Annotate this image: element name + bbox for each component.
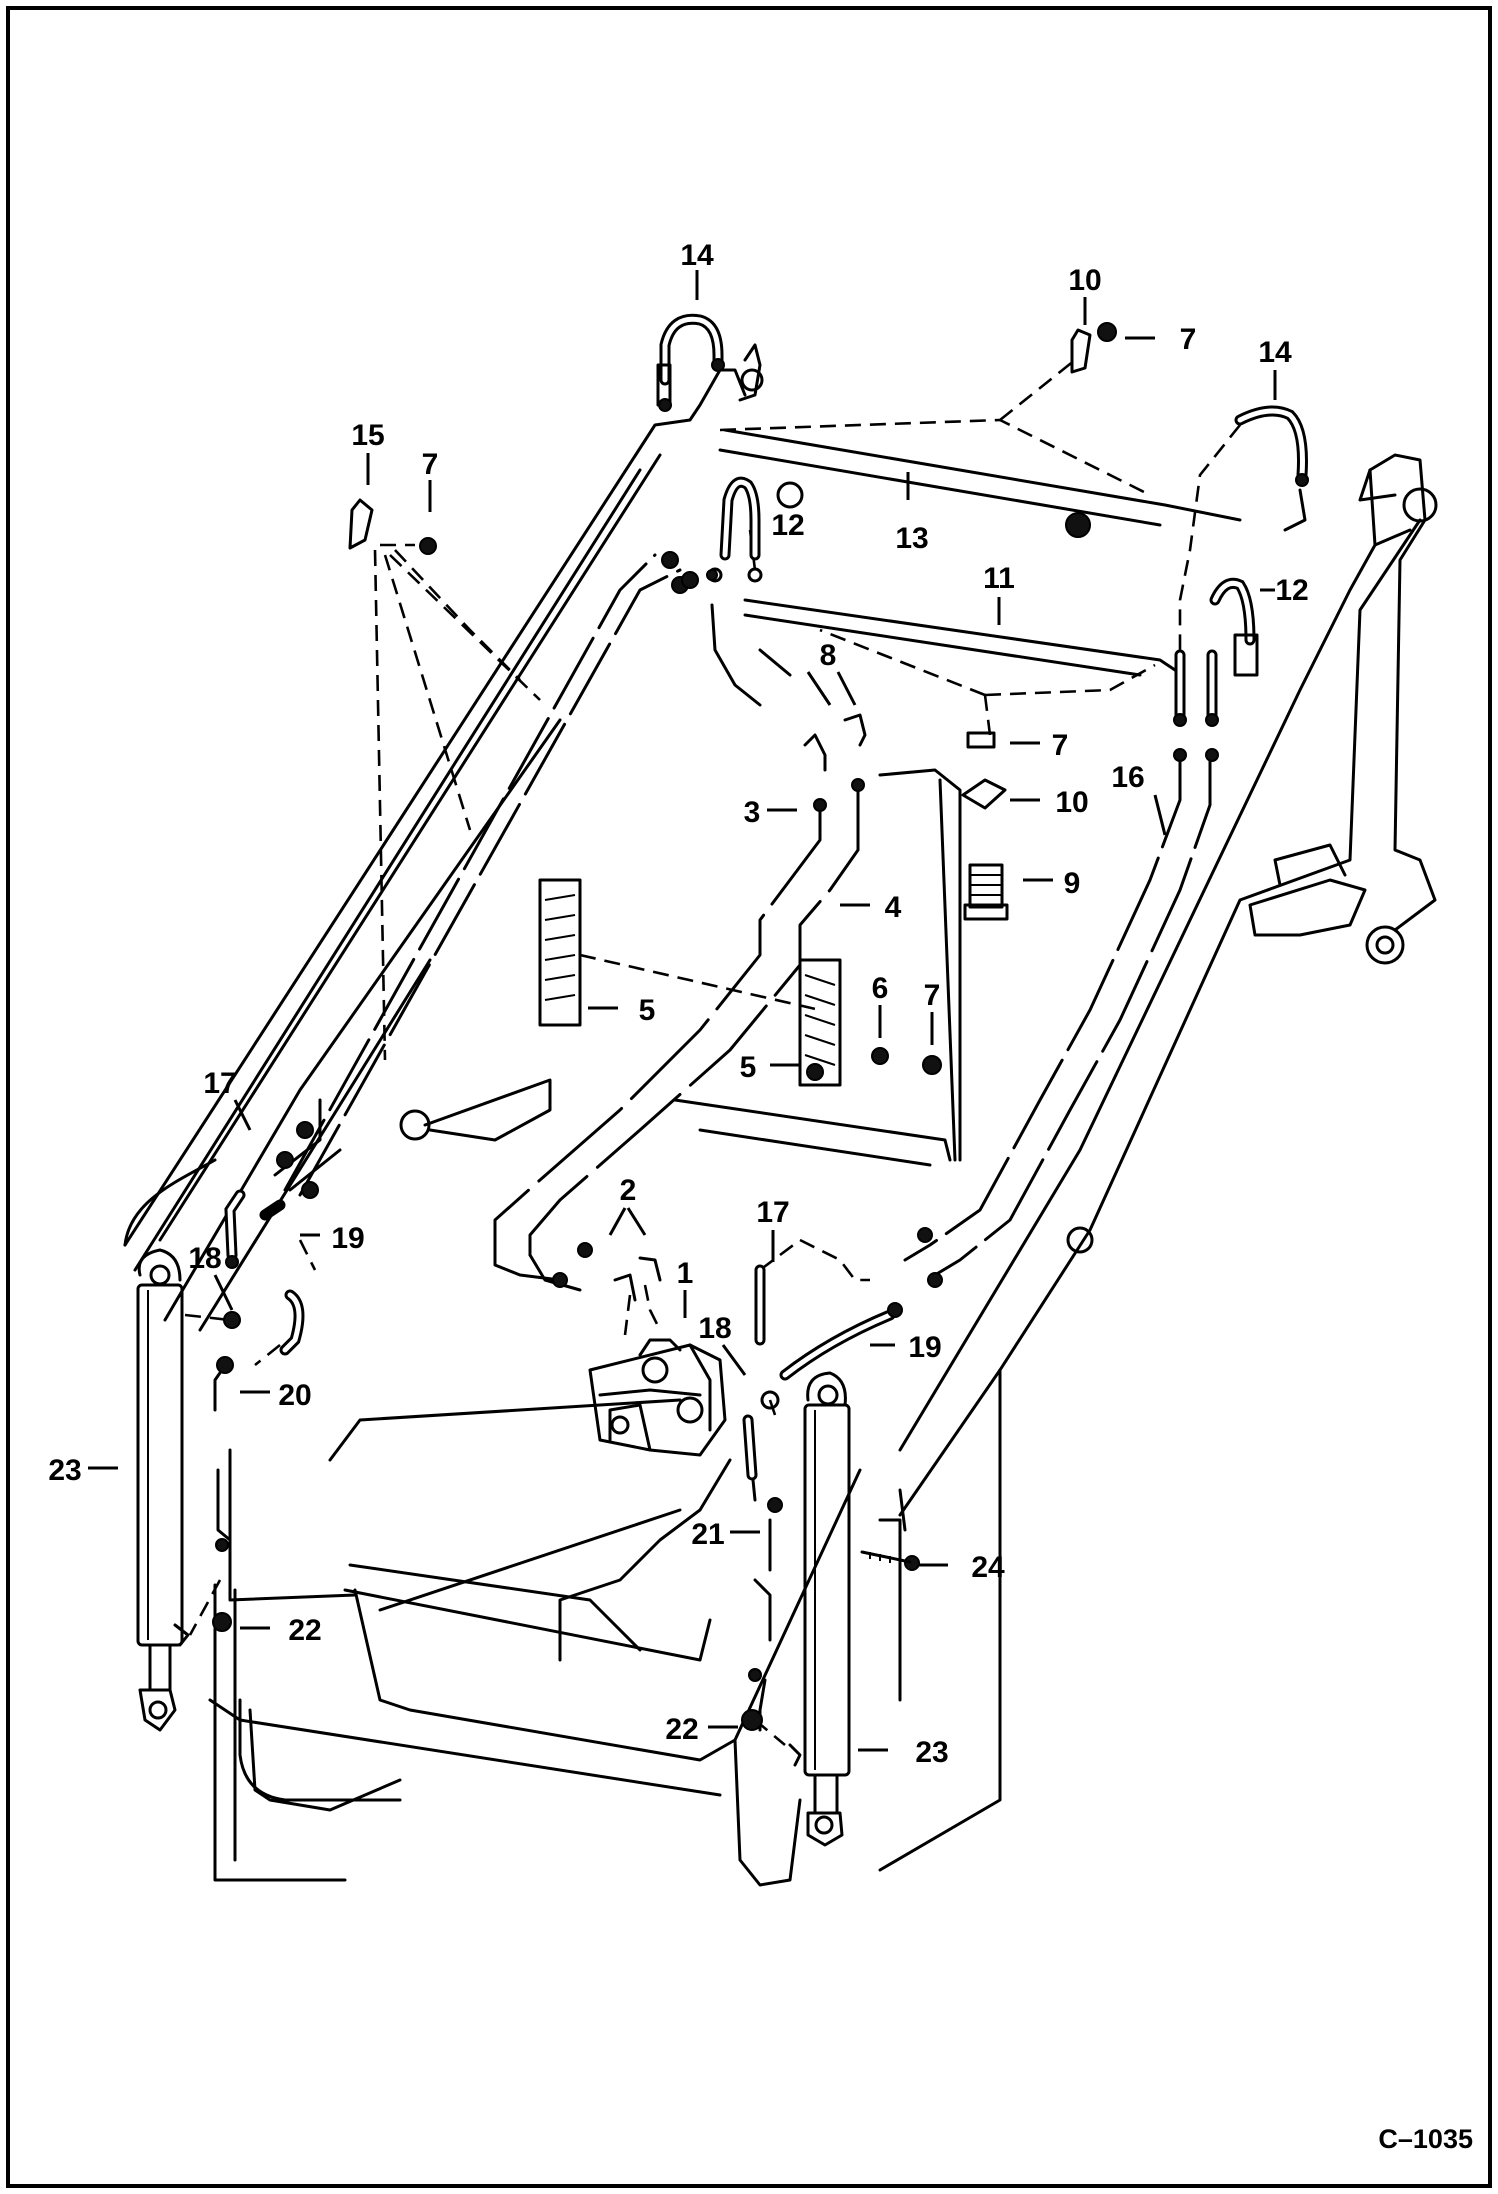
callout-23-left: 23 bbox=[48, 1454, 81, 1487]
callout-18-left: 18 bbox=[188, 1242, 221, 1275]
lift-cylinder-left bbox=[136, 1248, 190, 1732]
loader-frame bbox=[123, 368, 1438, 1887]
callout-17-right: 17 bbox=[756, 1196, 789, 1229]
callout-9: 9 bbox=[1064, 867, 1081, 900]
callout-7-top-right: 7 bbox=[1180, 323, 1197, 356]
callout-3: 3 bbox=[744, 796, 761, 829]
lift-cylinder-right bbox=[788, 1371, 851, 1847]
callout-12-right: 12 bbox=[1275, 574, 1308, 607]
callout-2: 2 bbox=[620, 1174, 637, 1207]
callout-14-left: 14 bbox=[680, 239, 714, 272]
callout-22-left: 22 bbox=[288, 1614, 321, 1647]
hydraulic-tubes bbox=[213, 553, 1212, 1732]
hoses bbox=[224, 313, 1308, 1481]
callout-10-top: 10 bbox=[1068, 264, 1101, 297]
callout-13: 13 bbox=[895, 522, 928, 555]
callout-20: 20 bbox=[278, 1379, 311, 1412]
callout-16: 16 bbox=[1111, 761, 1144, 794]
callout-14-right: 14 bbox=[1258, 336, 1292, 369]
callout-22-right: 22 bbox=[665, 1713, 698, 1746]
control-valve bbox=[588, 1338, 727, 1457]
callout-labels: 14 10 7 14 15 7 12 13 11 12 8 7 16 3 10 … bbox=[48, 239, 1473, 2154]
figure-number: C–1035 bbox=[1378, 2124, 1473, 2154]
callout-10-mid: 10 bbox=[1055, 786, 1088, 819]
callout-12-left: 12 bbox=[771, 509, 804, 542]
callout-4: 4 bbox=[885, 891, 902, 924]
callout-11: 11 bbox=[983, 562, 1015, 595]
callout-19-left: 19 bbox=[331, 1222, 364, 1255]
callout-7-left: 7 bbox=[422, 448, 439, 481]
callout-1: 1 bbox=[677, 1257, 694, 1290]
callout-23-right: 23 bbox=[915, 1736, 948, 1769]
callout-5-right: 5 bbox=[740, 1051, 757, 1084]
callout-7-mid: 7 bbox=[1052, 729, 1069, 762]
callout-leaders bbox=[88, 270, 1277, 1752]
callout-19-right: 19 bbox=[908, 1331, 941, 1364]
callout-17-left: 17 bbox=[203, 1067, 236, 1100]
callout-6: 6 bbox=[872, 972, 889, 1005]
callout-18-right: 18 bbox=[698, 1312, 731, 1345]
callout-5-left: 5 bbox=[639, 994, 656, 1027]
callout-8: 8 bbox=[820, 639, 837, 672]
callout-15: 15 bbox=[351, 419, 384, 452]
callout-7-right: 7 bbox=[924, 979, 941, 1012]
page-border bbox=[6, 6, 1492, 2188]
callout-21: 21 bbox=[691, 1518, 724, 1551]
small-parts bbox=[212, 322, 1309, 1731]
callout-24: 24 bbox=[971, 1551, 1005, 1584]
assembly-leader-lines bbox=[184, 358, 1242, 1746]
